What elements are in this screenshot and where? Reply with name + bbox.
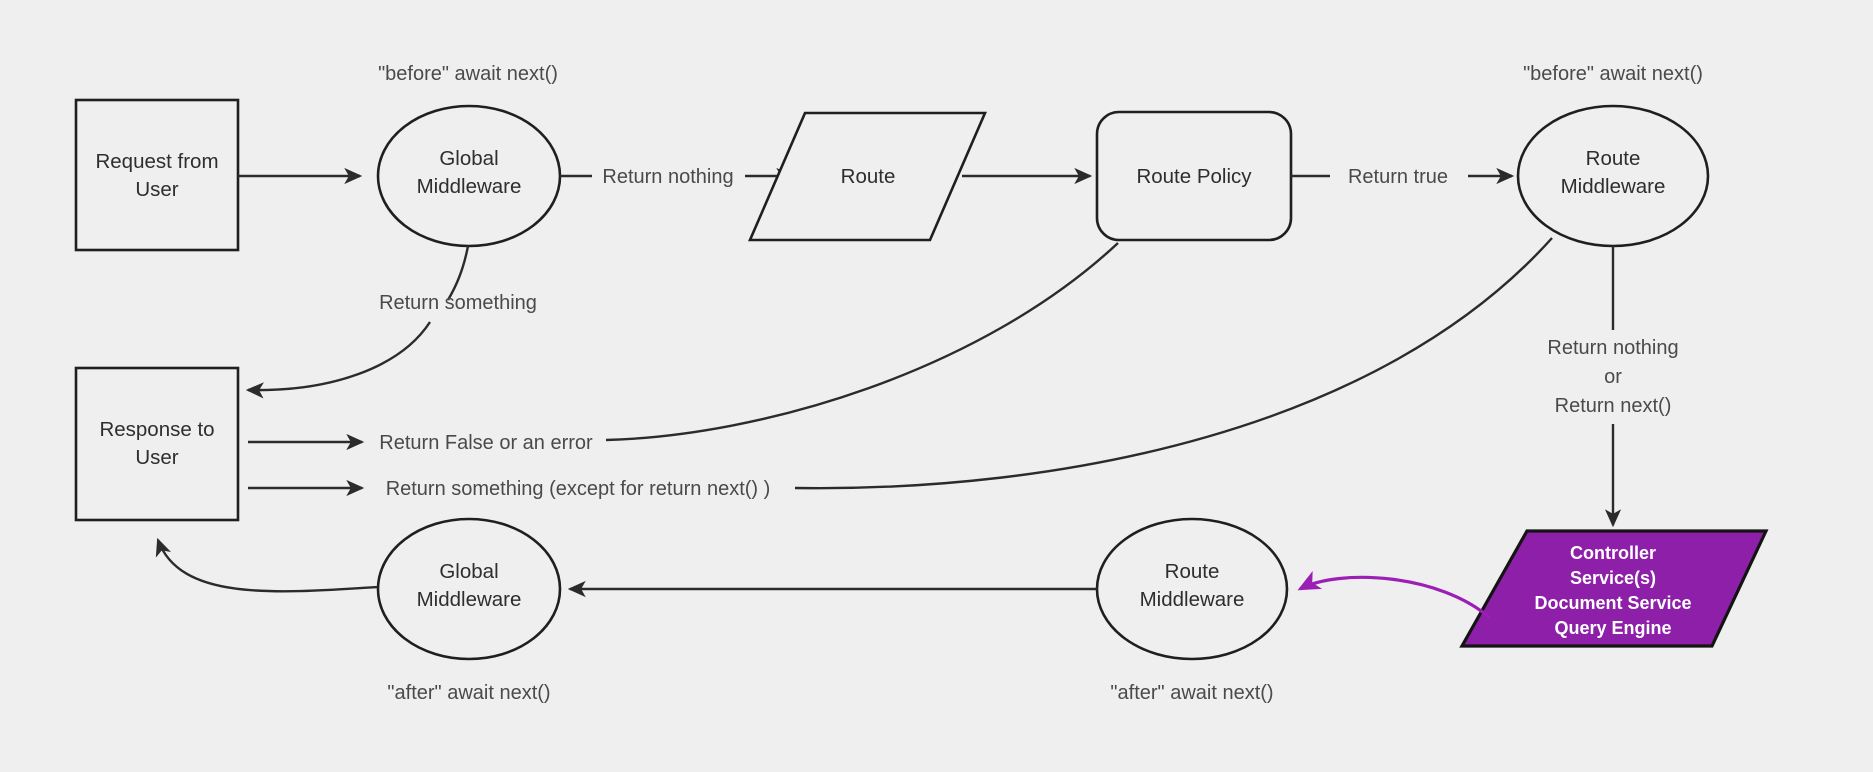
node-response-to-user[interactable]: Response to User	[74, 366, 240, 522]
global-middleware-bottom-label-line2: Middleware	[417, 588, 522, 611]
request-from-user-label-line2: User	[135, 178, 178, 201]
response-to-user-shape	[74, 366, 240, 522]
route-middleware-bottom-label-line1: Route	[1165, 560, 1220, 583]
route-label: Route	[841, 165, 896, 188]
edge-label-return-nothing-or-next-line1: Return nothing	[1547, 337, 1678, 359]
node-route[interactable]: Route	[748, 111, 987, 242]
global-middleware-bottom-label-line1: Global	[439, 560, 498, 583]
edge-label-return-nothing: Return nothing	[602, 166, 733, 188]
node-global-middleware-top[interactable]: Global Middleware	[376, 104, 562, 248]
edge-label-return-something-except: Return something (except for return next…	[386, 478, 771, 500]
node-request-from-user[interactable]: Request from User	[74, 98, 240, 252]
route-middleware-top-label-line2: Middleware	[1561, 175, 1666, 198]
edge-return-something-except-curve	[794, 237, 1553, 490]
request-from-user-label-line1: Request from	[95, 150, 218, 173]
route-shape	[748, 111, 987, 242]
edge-global-middleware-bottom-to-response	[155, 537, 379, 593]
global-middleware-top-label-line1: Global	[439, 147, 498, 170]
controller-services-label-line2: Service(s)	[1570, 568, 1656, 588]
global-middleware-bottom-shape	[376, 517, 562, 661]
controller-services-label-line3: Document Service	[1534, 593, 1691, 613]
route-policy-label: Route Policy	[1136, 165, 1252, 188]
node-route-policy[interactable]: Route Policy	[1095, 110, 1293, 242]
note-before-await-next-right: "before" await next()	[1523, 63, 1703, 85]
edge-controller-to-route-middleware-bottom	[1297, 570, 1492, 620]
controller-services-label-line4: Query Engine	[1554, 618, 1671, 638]
route-middleware-top-label-line1: Route	[1586, 147, 1641, 170]
controller-services-label-line1: Controller	[1570, 543, 1656, 563]
response-to-user-label-line1: Response to	[99, 418, 214, 441]
edge-label-return-something: Return something	[379, 292, 537, 314]
edge-label-return-true: Return true	[1348, 166, 1448, 188]
note-after-await-next-left: "after" await next()	[387, 682, 550, 704]
edge-label-return-nothing-or-next-line3: Return next()	[1555, 395, 1672, 417]
edge-label-return-nothing-or-next-line2: or	[1604, 366, 1622, 388]
request-from-user-shape	[74, 98, 240, 252]
edge-label-return-false-or-error: Return False or an error	[379, 432, 593, 454]
note-after-await-next-right: "after" await next()	[1110, 682, 1273, 704]
global-middleware-top-label-line2: Middleware	[417, 175, 522, 198]
node-global-middleware-bottom[interactable]: Global Middleware	[376, 517, 562, 661]
node-controller-services[interactable]: Controller Service(s) Document Service Q…	[1459, 529, 1769, 648]
edge-return-something-lower	[245, 321, 432, 399]
node-route-middleware-bottom[interactable]: Route Middleware	[1095, 517, 1289, 661]
node-route-middleware-top[interactable]: Route Middleware	[1516, 104, 1710, 248]
route-middleware-bottom-label-line2: Middleware	[1140, 588, 1245, 611]
edge-return-false-curve	[605, 242, 1119, 442]
controller-services-shape	[1459, 529, 1769, 648]
note-before-await-next-left: "before" await next()	[378, 63, 558, 85]
edge-return-something-upper	[446, 245, 470, 301]
response-to-user-label-line2: User	[135, 446, 178, 469]
